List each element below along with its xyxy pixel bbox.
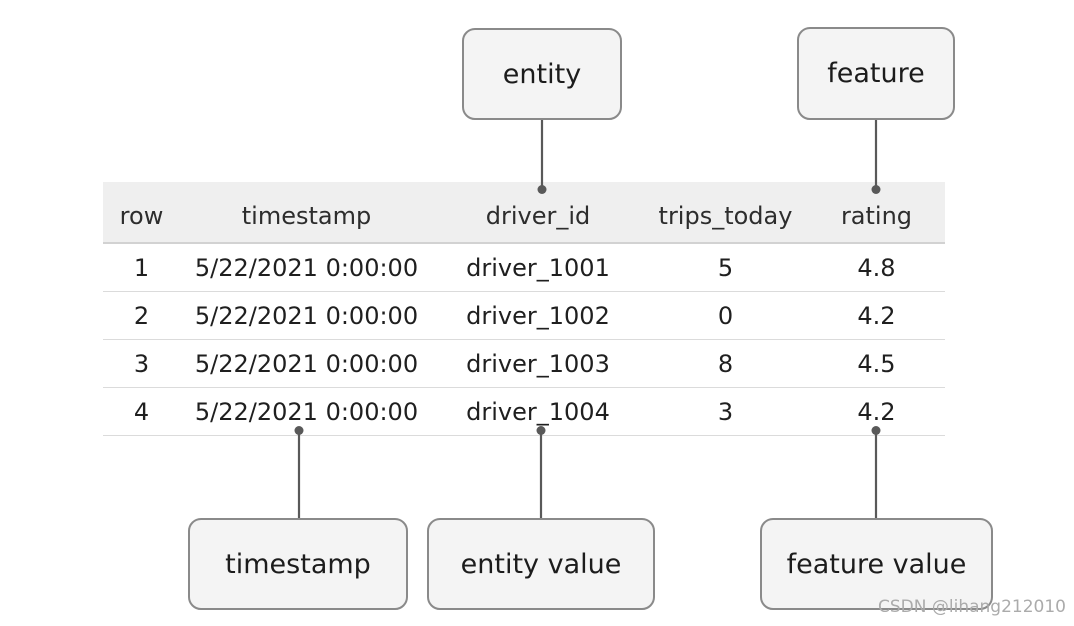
callout-entity-label: entity [502, 58, 582, 90]
cell-timestamp: 5/22/2021 0:00:00 [180, 243, 433, 292]
cell-row-number: 2 [103, 291, 180, 340]
table-body: 1 5/22/2021 0:00:00 driver_1001 5 4.8 2 … [103, 243, 945, 436]
callout-feature: feature [797, 27, 955, 120]
cell-trips-today: 8 [643, 339, 808, 388]
cell-trips-today: 0 [643, 291, 808, 340]
column-header-driver-id: driver_id [433, 182, 643, 244]
table-row: 1 5/22/2021 0:00:00 driver_1001 5 4.8 [103, 243, 945, 292]
cell-row-number: 1 [103, 243, 180, 292]
feature-table: row timestamp driver_id trips_today rati… [103, 182, 945, 436]
column-header-trips-today: trips_today [643, 182, 808, 244]
cell-driver-id: driver_1002 [433, 291, 643, 340]
column-header-rating: rating [808, 182, 945, 244]
table-row: 2 5/22/2021 0:00:00 driver_1002 0 4.2 [103, 291, 945, 340]
cell-driver-id: driver_1001 [433, 243, 643, 292]
column-header-row: row [103, 182, 180, 244]
connector-dot [536, 426, 546, 435]
callout-entity-value: entity value [427, 518, 655, 610]
callout-entity: entity [462, 28, 622, 120]
column-header-timestamp: timestamp [180, 182, 433, 244]
connector-entity-value [536, 426, 546, 518]
connector-timestamp [294, 426, 304, 518]
data-table: row timestamp driver_id trips_today rati… [103, 182, 945, 436]
callout-feature-value-label: feature value [786, 548, 967, 580]
table-header: row timestamp driver_id trips_today rati… [103, 182, 945, 244]
cell-row-number: 4 [103, 387, 180, 436]
cell-trips-today: 5 [643, 243, 808, 292]
cell-timestamp: 5/22/2021 0:00:00 [180, 291, 433, 340]
cell-timestamp: 5/22/2021 0:00:00 [180, 387, 433, 436]
cell-timestamp: 5/22/2021 0:00:00 [180, 339, 433, 388]
cell-rating: 4.2 [808, 291, 945, 340]
cell-trips-today: 3 [643, 387, 808, 436]
callout-feature-label: feature [827, 58, 925, 89]
callout-timestamp-label: timestamp [225, 548, 371, 580]
cell-rating: 4.8 [808, 243, 945, 292]
header-row: row timestamp driver_id trips_today rati… [103, 182, 945, 244]
connector-dot [871, 185, 881, 194]
cell-row-number: 3 [103, 339, 180, 388]
callout-entity-value-label: entity value [460, 548, 622, 580]
connector-dot [294, 426, 304, 435]
connector-dot [537, 185, 547, 194]
table-row: 3 5/22/2021 0:00:00 driver_1003 8 4.5 [103, 339, 945, 388]
cell-rating: 4.5 [808, 339, 945, 388]
watermark-text: CSDN @lihang212010 [878, 597, 1066, 617]
connector-dot [871, 426, 881, 435]
connector-entity [537, 120, 547, 194]
connector-feature [871, 120, 881, 194]
cell-driver-id: driver_1003 [433, 339, 643, 388]
callout-timestamp: timestamp [188, 518, 408, 610]
callout-feature-value: feature value [760, 518, 993, 610]
connector-feature-value [871, 426, 881, 518]
